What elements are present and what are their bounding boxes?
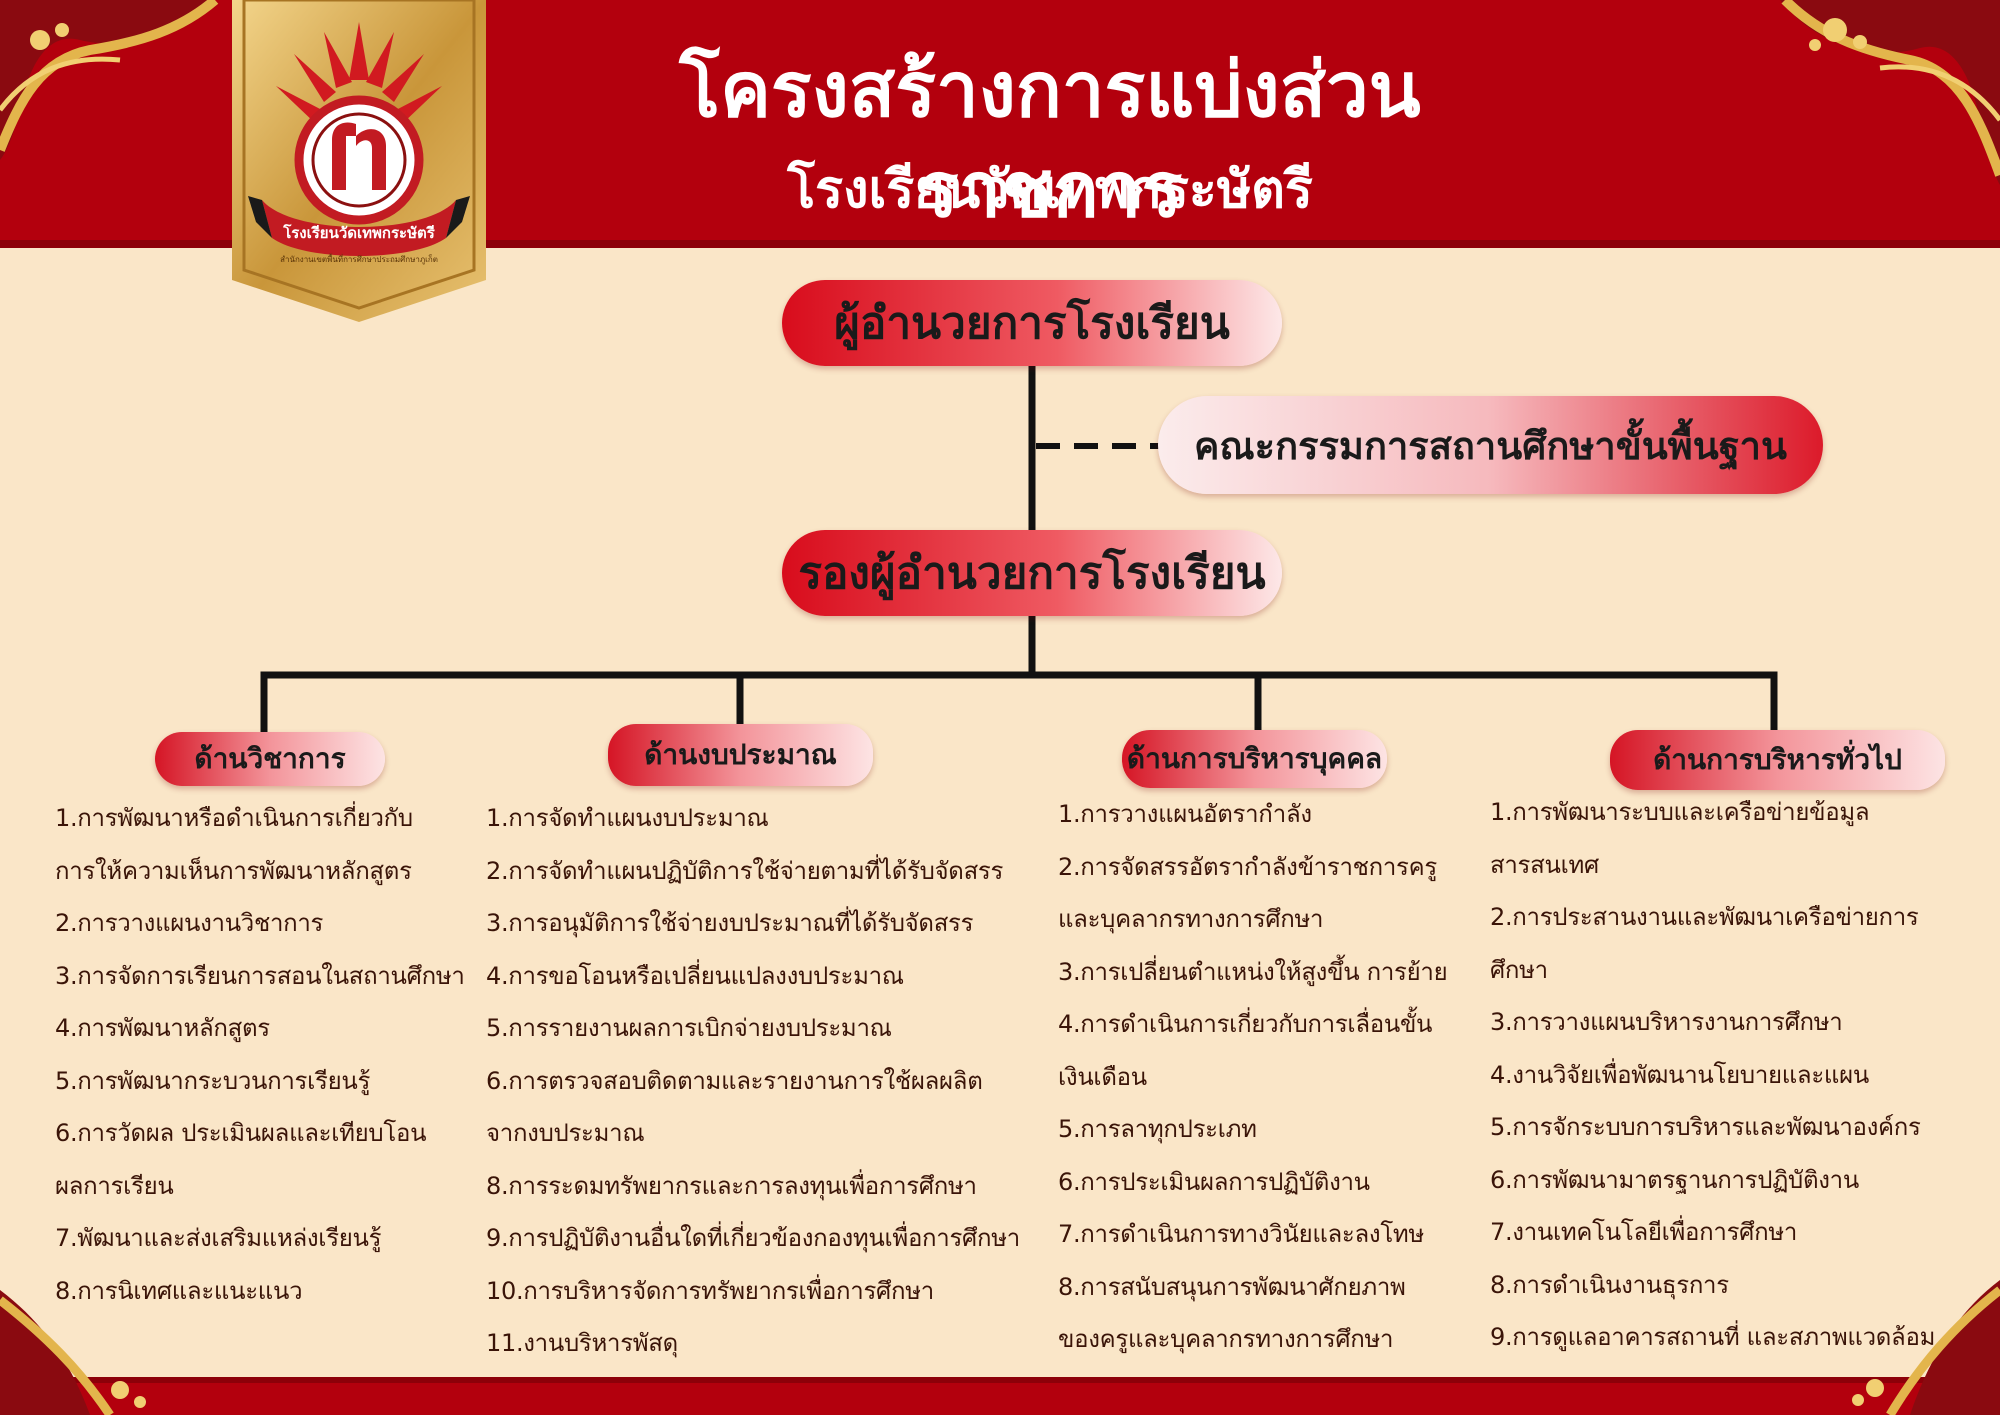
- list-item: ศึกษา: [1490, 955, 1548, 984]
- list-item: 4.การพัฒนาหลักสูตร: [55, 1014, 270, 1042]
- list-item: 1.การพัฒนาระบบและเครือข่ายข้อมูล: [1490, 798, 1870, 826]
- list-item: จากงบประมาณ: [486, 1119, 645, 1147]
- board-node: คณะกรรมการสถานศึกษาขั้นพื้นฐาน: [1158, 396, 1823, 494]
- list-item: 8.การสนับสนุนการพัฒนาศักยภาพ: [1058, 1272, 1406, 1301]
- department-academic: ด้านวิชาการ: [155, 732, 385, 786]
- page-title: โครงสร้างการแบ่งส่วนราชการ: [679, 45, 1421, 234]
- list-item: สารสนเทศ: [1490, 850, 1599, 879]
- list-item: 11.งานบริหารพัสดุ: [486, 1329, 678, 1357]
- list-item: 5.การลาทุกประเภท: [1058, 1115, 1257, 1143]
- list-item: 7.พัฒนาและส่งเสริมแหล่งเรียนรู้: [55, 1224, 382, 1252]
- list-item: 2.การจัดทำแผนปฏิบัติการใช้จ่ายตามที่ได้ร…: [486, 856, 1004, 885]
- list-item: 7.การดำเนินการทางวินัยและลงโทษ: [1058, 1220, 1424, 1248]
- list-item: 5.การรายงานผลการเบิกจ่ายงบประมาณ: [486, 1014, 892, 1042]
- list-item: 9.การดูแลอาคารสถานที่ และสภาพแวดล้อม: [1490, 1323, 1936, 1351]
- budget-task-list: 1.การจัดทำแผนงบประมาณ 2.การจัดทำแผนปฏิบั…: [486, 792, 1046, 1370]
- list-item: และบุคลากรทางการศึกษา: [1058, 905, 1324, 933]
- list-item: 2.การวางแผนงานวิชาการ: [55, 909, 324, 937]
- school-emblem-icon: [294, 95, 424, 225]
- logo-text: โรงเรียนวัดเทพกระษัตรี: [282, 223, 436, 242]
- list-item: 8.การนิเทศและแนะแนว: [55, 1276, 303, 1305]
- list-item: 3.การอนุมัติการใช้จ่ายงบประมาณที่ได้รับจ…: [486, 909, 974, 937]
- list-item: ผลการเรียน: [55, 1171, 174, 1200]
- list-item: 8.การดำเนินงานธุรการ: [1490, 1270, 1729, 1299]
- list-item: 9.การปฏิบัติงานอื่นใดที่เกี่ยวข้องกองทุน…: [486, 1224, 1020, 1252]
- department-budget: ด้านงบประมาณ: [608, 724, 873, 786]
- personnel-task-list: 1.การวางแผนอัตรากำลัง 2.การจัดสรรอัตรากำ…: [1058, 788, 1478, 1366]
- list-item: 4.การดำเนินการเกี่ยวกับการเลื่อนขั้น: [1058, 1010, 1433, 1038]
- list-item: 7.งานเทคโนโลยีเพื่อการศึกษา: [1490, 1218, 1798, 1246]
- list-item: 3.การจัดการเรียนการสอนในสถานศึกษา: [55, 961, 465, 990]
- general-admin-task-list: 1.การพัฒนาระบบและเครือข่ายข้อมูล สารสนเท…: [1490, 786, 1960, 1364]
- footer-band: [0, 1377, 2000, 1415]
- list-item: การให้ความเห็นการพัฒนาหลักสูตร: [55, 856, 412, 885]
- list-item: 3.การวางแผนบริหารงานการศึกษา: [1490, 1008, 1843, 1036]
- list-item: 5.การจักระบบการบริหารและพัฒนาองค์กร: [1490, 1113, 1921, 1141]
- academic-task-list: 1.การพัฒนาหรือดำเนินการเกี่ยวกับ การให้ค…: [55, 792, 475, 1317]
- list-item: เงินเดือน: [1058, 1062, 1147, 1091]
- list-item: 4.การขอโอนหรือเปลี่ยนแปลงงบประมาณ: [486, 961, 904, 990]
- list-item: ของครูและบุคลากรทางการศึกษา: [1058, 1325, 1394, 1353]
- page-subtitle: โรงเรียนวัดเทพกระษัตรี: [787, 159, 1313, 220]
- list-item: 10.การบริหารจัดการทรัพยากรเพื่อการศึกษา: [486, 1276, 934, 1305]
- list-item: 1.การพัฒนาหรือดำเนินการเกี่ยวกับ: [55, 804, 413, 832]
- list-item: 6.การประเมินผลการปฏิบัติงาน: [1058, 1167, 1370, 1196]
- list-item: 8.การระดมทรัพยากรและการลงทุนเพื่อการศึกษ…: [486, 1171, 977, 1200]
- list-item: 1.การวางแผนอัตรากำลัง: [1058, 800, 1312, 828]
- deputy-director-node: รองผู้อำนวยการโรงเรียน: [782, 530, 1282, 616]
- director-node: ผู้อำนวยการโรงเรียน: [782, 280, 1282, 366]
- list-item: 3.การเปลี่ยนตำแหน่งให้สูงขึ้น การย้าย: [1058, 957, 1448, 986]
- list-item: 5.การพัฒนากระบวนการเรียนรู้: [55, 1066, 371, 1095]
- list-item: 6.การพัฒนามาตรฐานการปฏิบัติงาน: [1490, 1165, 1859, 1194]
- school-logo-banner: โรงเรียนวัดเทพกระษัตรี สำนักงานเขตพื้นที…: [232, 0, 486, 322]
- list-item: 4.งานวิจัยเพื่อพัฒนานโยบายและแผน: [1490, 1060, 1869, 1089]
- department-general-admin: ด้านการบริหารทั่วไป: [1610, 730, 1945, 790]
- list-item: 2.การจัดสรรอัตรากำลังข้าราชการครู: [1058, 852, 1437, 881]
- list-item: 2.การประสานงานและพัฒนาเครือข่ายการ: [1490, 903, 1919, 931]
- list-item: 6.การวัดผล ประเมินผลและเทียบโอน: [55, 1119, 427, 1147]
- list-item: 6.การตรวจสอบติดตามและรายงานการใช้ผลผลิต: [486, 1066, 983, 1095]
- department-personnel: ด้านการบริหารบุคคล: [1122, 730, 1387, 788]
- logo-subtext: สำนักงานเขตพื้นที่การศึกษาประถมศึกษาภูเก…: [280, 253, 438, 265]
- list-item: 1.การจัดทำแผนงบประมาณ: [486, 804, 769, 832]
